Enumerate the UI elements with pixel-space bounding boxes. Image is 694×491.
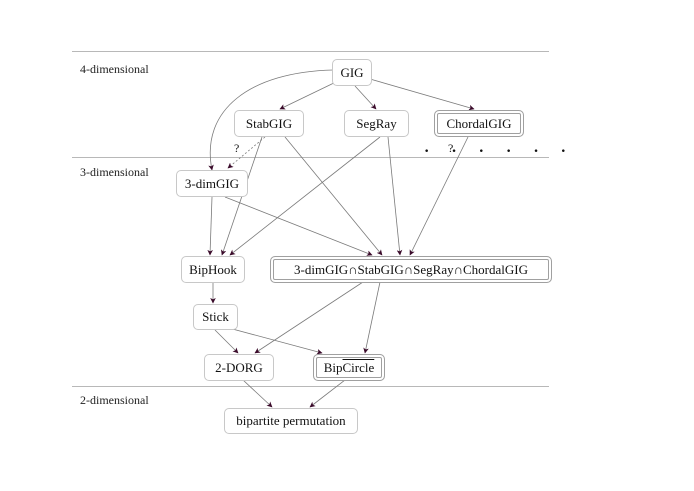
node-stabgig[interactable]: StabGIG <box>234 110 304 137</box>
edge-segray-intersection <box>387 136 403 256</box>
node-intersection[interactable]: 3-dimGIG∩StabGIG∩SegRay∩ChordalGIG <box>270 256 552 283</box>
edge-2dorg-bippermutation <box>242 379 273 408</box>
edge-gig-chordalgig <box>369 78 475 111</box>
label-2-dimensional: 2-dimensional <box>80 393 149 407</box>
bipcircle-overline: Circle <box>342 359 375 375</box>
label-3-dimensional: 3-dimensional <box>80 165 149 179</box>
edge-stick-2dorg <box>214 329 239 354</box>
question-mark-stabgig: ? <box>234 141 240 155</box>
node-3dimgig[interactable]: 3-dimGIG <box>176 170 248 197</box>
edge-3dimgig-biphook <box>207 196 213 256</box>
node-gig[interactable]: GIG <box>332 59 372 86</box>
edge-intersection-2dorg <box>254 281 364 354</box>
dots-annotation: · · · · · · <box>424 143 576 160</box>
question-mark-chordalgig: ? <box>448 141 454 155</box>
edge-gig-stabgig <box>279 80 339 110</box>
node-bipartite-permutation[interactable]: bipartite permutation <box>224 408 358 434</box>
edge-3dimgig-intersection <box>224 196 373 256</box>
node-biphook[interactable]: BipHook <box>181 256 245 283</box>
separator-top <box>72 51 549 52</box>
node-chordalgig[interactable]: ChordalGIG <box>434 110 524 137</box>
node-stick[interactable]: Stick <box>193 304 238 330</box>
node-segray[interactable]: SegRay <box>344 110 409 137</box>
edge-gig-segray <box>354 85 377 110</box>
edge-bipcircle-bippermutation <box>309 379 346 408</box>
edge-segray-biphook <box>229 136 381 256</box>
edge-intersection-bipcircle <box>363 281 381 354</box>
node-2-dorg[interactable]: 2-DORG <box>204 354 274 381</box>
bipcircle-prefix: Bip <box>323 359 343 375</box>
edge-stick-bipcircle <box>224 326 323 355</box>
edge-stabgig-intersection <box>284 136 383 256</box>
separator-2d <box>72 386 549 387</box>
label-4-dimensional: 4-dimensional <box>80 62 149 76</box>
